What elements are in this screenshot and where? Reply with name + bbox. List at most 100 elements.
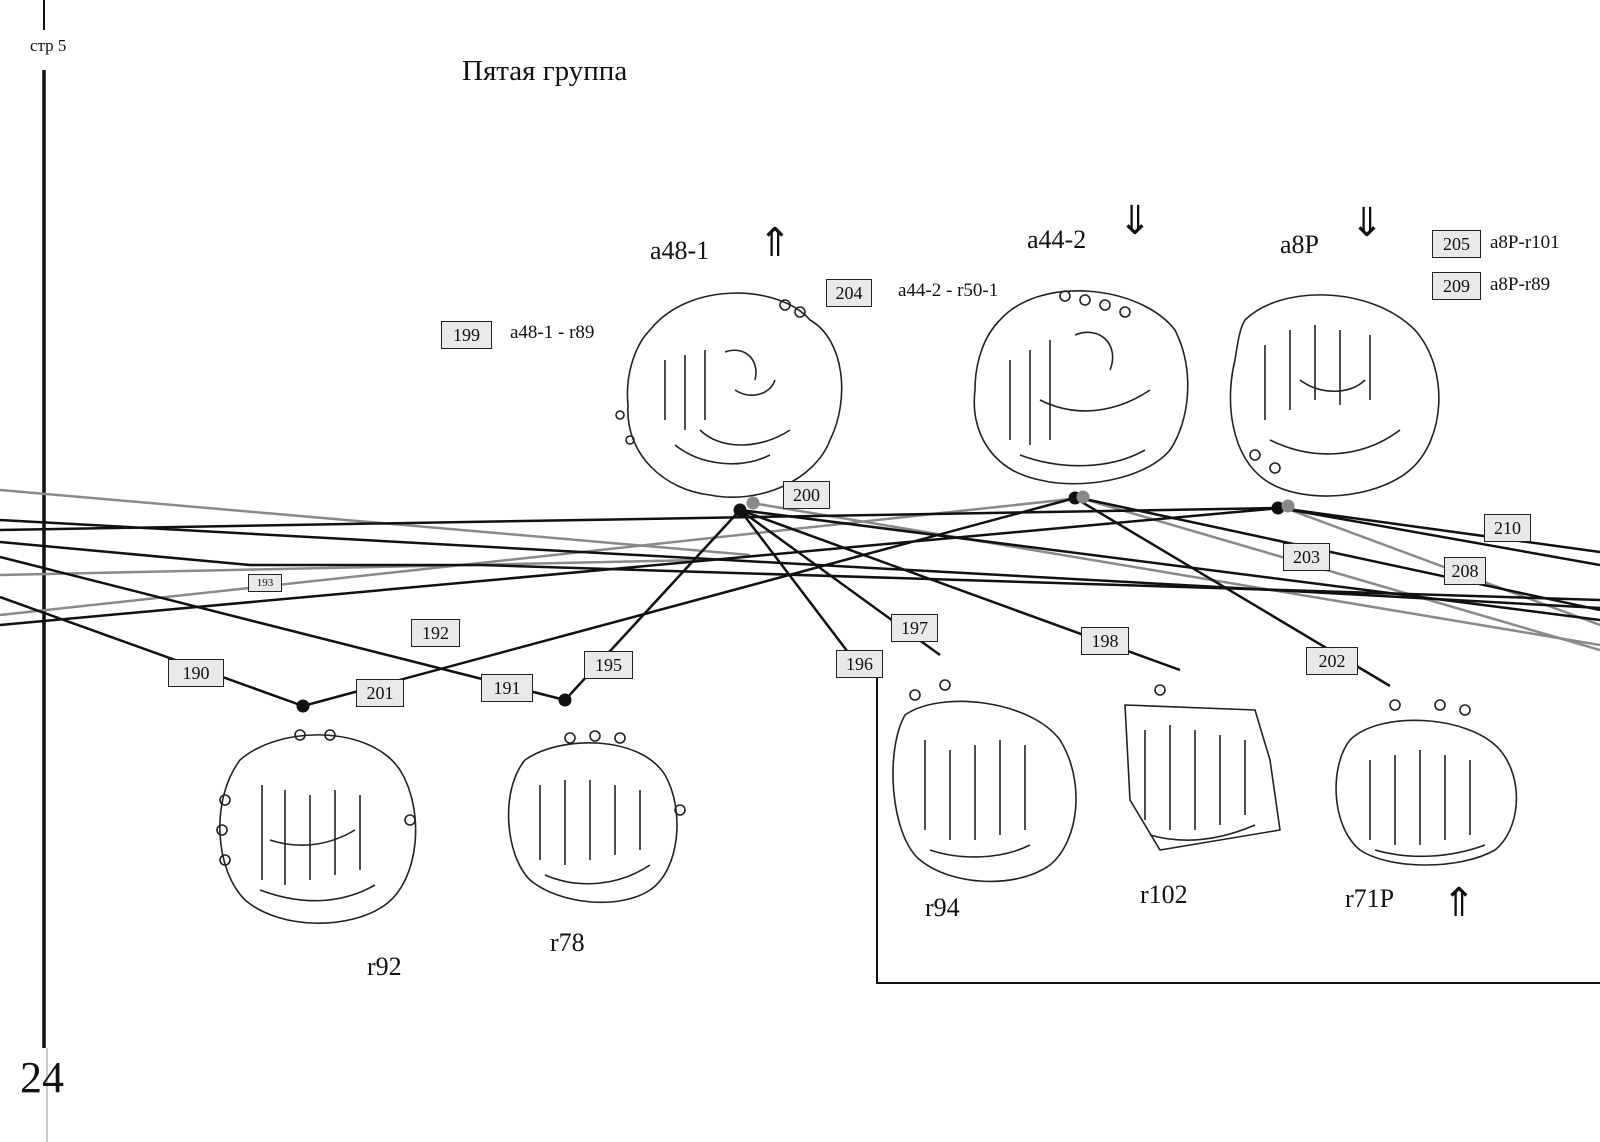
coin-dot (1059, 290, 1071, 302)
page-header-label: стр 5 (30, 36, 67, 55)
coin-label-r71P: r71P (1345, 884, 1395, 913)
coin-dot (294, 729, 306, 741)
coin-inscription (1369, 750, 1486, 858)
link-line-210 (1279, 506, 1600, 554)
coin-inscription (924, 740, 1031, 858)
link-line-c (1079, 496, 1600, 612)
coin-r92-drawing (216, 729, 417, 924)
coin-dot (614, 732, 626, 744)
gray-line (751, 501, 1600, 647)
coin-inscription (1144, 725, 1256, 841)
coin-outline (626, 292, 843, 499)
coin-dot (1269, 462, 1281, 474)
link-box-200: 200 (783, 481, 830, 509)
coin-dot (1079, 294, 1091, 306)
link-line-196 (739, 509, 861, 669)
link-line-210b (1279, 506, 1600, 567)
link-line-193 (0, 540, 1600, 602)
group-title: Пятая группа (462, 55, 628, 87)
link-box-190: 190 (168, 659, 224, 687)
coin-label-r78: r78 (550, 928, 585, 957)
coin-label-r94: r94 (925, 893, 960, 922)
coin-dot (589, 730, 601, 742)
coin-outline (973, 290, 1189, 485)
coin-outline (1229, 294, 1440, 497)
coin-label-r92: r92 (367, 952, 402, 981)
coin-dot (324, 729, 336, 741)
note-205: a8P-r101 (1490, 232, 1560, 253)
coin-outline (1335, 719, 1518, 866)
coin-dot (794, 306, 806, 318)
link-box-193: 193 (248, 574, 282, 592)
node-a48-1-gray (746, 496, 760, 510)
coin-dot (909, 689, 921, 701)
coin-inscription (1009, 331, 1151, 467)
coin-dot (219, 794, 231, 806)
coin-r94-drawing (892, 679, 1077, 883)
coin-outline (1124, 704, 1281, 851)
link-box-204: 204 (826, 279, 872, 307)
coin-dot (564, 732, 576, 744)
coin-dot (1434, 699, 1446, 711)
coin-dot (674, 804, 686, 816)
coin-dot (615, 410, 625, 420)
node-r92 (296, 699, 310, 713)
link-box-210: 210 (1484, 514, 1531, 542)
link-line-a (0, 518, 1600, 610)
link-box-198: 198 (1081, 627, 1129, 655)
node-a8P-gray (1281, 499, 1295, 513)
coin-dot (219, 854, 231, 866)
note-199: a48-1 - r89 (510, 322, 595, 343)
gray-line (0, 496, 1081, 617)
link-box-203: 203 (1283, 543, 1330, 571)
coin-inscription (259, 785, 376, 902)
coin-inscription (539, 780, 651, 885)
coin-outline (892, 700, 1077, 883)
coin-inscription (664, 349, 791, 465)
link-line-200 (739, 508, 1600, 622)
coin-dot (625, 435, 635, 445)
coin-inscription (1264, 325, 1401, 455)
arrow-up-icon: ⇑ (758, 220, 792, 266)
coin-label-a48-1: a48-1 (650, 236, 710, 265)
link-line-192 (0, 506, 1281, 627)
gray-line (1079, 496, 1600, 652)
link-box-202: 202 (1306, 647, 1358, 675)
coin-dot (1154, 684, 1166, 696)
coin-dot (216, 824, 228, 836)
group-frame (876, 678, 1600, 984)
link-line-191 (0, 555, 566, 702)
link-box-199: 199 (441, 321, 492, 349)
link-box-196: 196 (836, 650, 883, 678)
link-box-201: 201 (356, 679, 404, 707)
arrow-down-icon: ⇓ (1350, 200, 1384, 246)
node-a8P (1271, 501, 1285, 515)
gray-line (0, 558, 701, 577)
node-a44-2-gray (1076, 490, 1090, 504)
coin-outline (507, 742, 678, 904)
coin-a48-1-drawing (615, 292, 843, 499)
coin-dot (1099, 299, 1111, 311)
coin-r78-drawing (507, 730, 686, 904)
link-box-195: 195 (584, 651, 633, 679)
coin-a44-2-drawing (973, 290, 1189, 485)
link-box-192: 192 (411, 619, 460, 647)
link-box-197: 197 (891, 614, 938, 642)
coin-dot (1389, 699, 1401, 711)
coin-dot (939, 679, 951, 691)
coin-r102-drawing (1124, 684, 1281, 851)
page-number: 24 (20, 1053, 64, 1102)
node-r78 (558, 693, 572, 707)
coin-a8P-drawing (1229, 294, 1440, 497)
coin-label-r102: r102 (1140, 880, 1188, 909)
link-box-209: 209 (1432, 272, 1481, 300)
arrow-up-icon: ⇑ (1442, 880, 1476, 926)
coin-outline (219, 734, 417, 924)
gray-lines (0, 488, 1600, 652)
gray-line (1284, 506, 1600, 627)
link-line-190 (0, 595, 304, 708)
arrow-down-icon: ⇓ (1118, 198, 1152, 244)
coin-dot (1249, 449, 1261, 461)
coin-dot (779, 299, 791, 311)
